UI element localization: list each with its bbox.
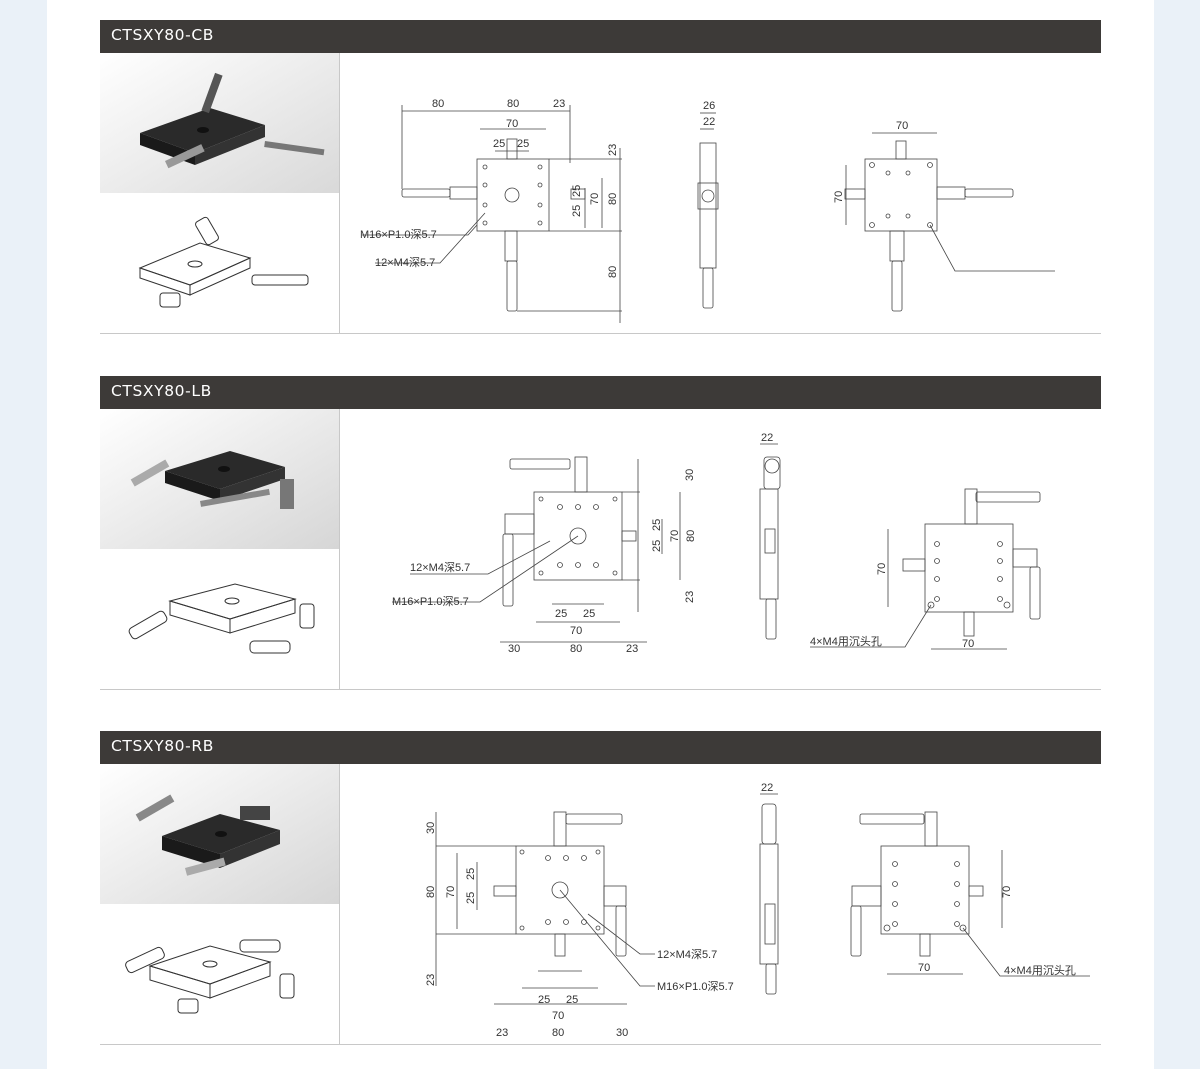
callout-label: M16×P1.0深5.7	[392, 595, 469, 608]
dim-label: 80	[607, 193, 619, 205]
dim-label: 80	[570, 643, 582, 655]
divider	[100, 333, 1101, 334]
dim-label: 70	[589, 193, 601, 205]
dim-label: 70	[669, 530, 681, 542]
dim-label: 25	[465, 868, 477, 880]
product-line-drawing	[100, 193, 339, 333]
dim-label: 70	[1001, 886, 1013, 898]
product-photo	[100, 409, 339, 549]
dim-label: 26	[703, 100, 715, 112]
model-title: CTSXY80-RB	[111, 737, 214, 755]
dim-label: 22	[703, 116, 715, 128]
dim-label: 25	[571, 205, 583, 217]
callout-label: M16×P1.0深5.7	[360, 228, 437, 241]
dim-label: 80	[607, 266, 619, 278]
dim-label: 80	[552, 1027, 564, 1039]
product-page: CTSXY80-CB	[47, 0, 1154, 1069]
model-title: CTSXY80-LB	[111, 382, 212, 400]
callout-label: M16×P1.0深5.7	[657, 980, 734, 993]
technical-drawing: 80 80 23 70 25 25 M16×P1.0深5.7 12×M4深5.7…	[340, 53, 1101, 333]
dim-label: 23	[607, 144, 619, 156]
dim-label: 25	[583, 608, 595, 620]
dim-label: 80	[685, 530, 697, 542]
dim-label: 70	[896, 120, 908, 132]
callout-label: 4×M4用沉头孔	[810, 635, 882, 648]
divider	[339, 53, 340, 333]
callout-label: 12×M4深5.7	[657, 948, 717, 961]
dim-label: 22	[761, 782, 773, 794]
dim-label: 23	[553, 98, 565, 110]
dim-label: 70	[833, 191, 845, 203]
section-title-bar: CTSXY80-LB	[100, 376, 1101, 409]
dim-label: 25	[493, 138, 505, 150]
dim-label: 25	[555, 608, 567, 620]
model-title: CTSXY80-CB	[111, 26, 214, 44]
dim-label: 23	[425, 974, 437, 986]
dim-label: 30	[616, 1027, 628, 1039]
dim-label: 25	[465, 892, 477, 904]
dim-label: 25	[651, 540, 663, 552]
dim-label: 30	[684, 469, 696, 481]
callout-label: 4×M4用沉头孔	[1004, 964, 1076, 977]
section-title-bar: CTSXY80-CB	[100, 20, 1101, 53]
dim-label: 70	[445, 886, 457, 898]
dim-label: 70	[962, 638, 974, 650]
dim-label: 25	[566, 994, 578, 1006]
dim-label: 25	[571, 185, 583, 197]
dim-label: 80	[507, 98, 519, 110]
dim-label: 25	[538, 994, 550, 1006]
dim-label: 80	[432, 98, 444, 110]
technical-drawing: 30 80 70 25 25 23 12×M4深5.7 M16×P1.0深5.7…	[340, 764, 1101, 1044]
dim-label: 70	[552, 1010, 564, 1022]
dim-label: 30	[508, 643, 520, 655]
divider	[100, 689, 1101, 690]
dim-label: 25	[517, 138, 529, 150]
dim-label: 30	[425, 822, 437, 834]
dim-label: 23	[496, 1027, 508, 1039]
product-photo	[100, 764, 339, 904]
product-photo	[100, 53, 339, 193]
callout-label: 12×M4深5.7	[410, 561, 470, 574]
section-title-bar: CTSXY80-RB	[100, 731, 1101, 764]
dim-label: 23	[684, 591, 696, 603]
product-line-drawing	[100, 549, 339, 689]
divider	[100, 1044, 1101, 1045]
dim-label: 70	[506, 118, 518, 130]
callout-label: 12×M4深5.7	[375, 256, 435, 269]
divider	[339, 764, 340, 1044]
dim-label: 70	[570, 625, 582, 637]
divider	[339, 409, 340, 689]
dim-label: 23	[626, 643, 638, 655]
dim-label: 70	[918, 962, 930, 974]
dim-label: 70	[876, 563, 888, 575]
dim-label: 22	[761, 432, 773, 444]
dim-label: 80	[425, 886, 437, 898]
product-line-drawing	[100, 904, 339, 1044]
dim-label: 25	[651, 519, 663, 531]
technical-drawing: 30 25 25 70 80 23 12×M4深5.7 M16×P1.0深5.7…	[340, 409, 1101, 689]
